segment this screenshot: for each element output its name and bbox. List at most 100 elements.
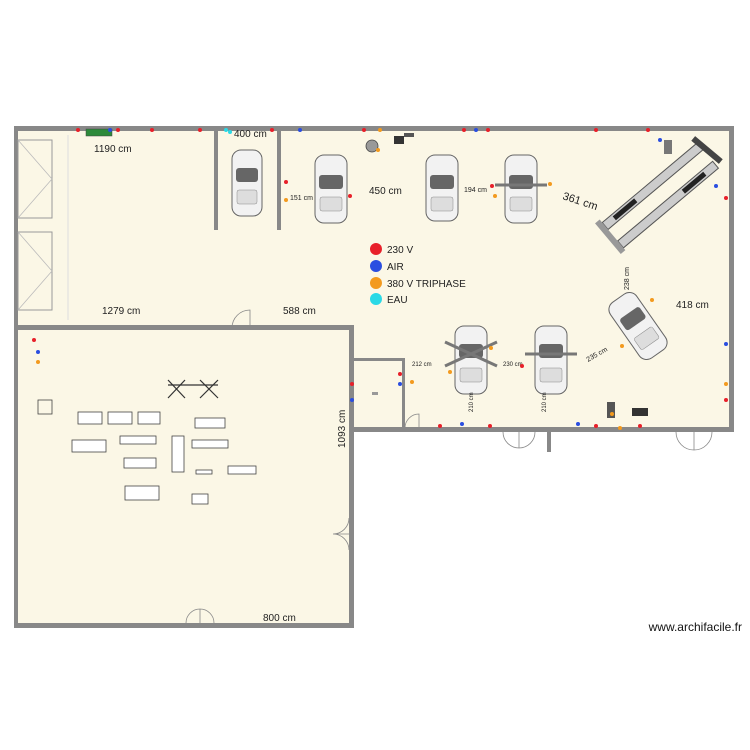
wall-right [729, 126, 734, 432]
small-room [372, 392, 378, 395]
orange-utility-point [620, 344, 624, 348]
blue-utility-point [460, 422, 464, 426]
door-arc-1 [231, 309, 251, 329]
wall-lower-right [349, 325, 354, 625]
legend-air-label: AIR [387, 262, 404, 273]
blue-utility-point [36, 350, 40, 354]
orange-utility-point [548, 182, 552, 186]
dim-230: 230 cm [503, 362, 523, 368]
dim-194: 194 cm [464, 187, 487, 194]
post [547, 430, 551, 452]
alignment-lift [595, 142, 720, 255]
blue-utility-point [576, 422, 580, 426]
partition-2 [277, 130, 281, 230]
dim-238: 238 cm [624, 267, 631, 290]
orange-utility-point [284, 198, 288, 202]
red-utility-point [520, 364, 524, 368]
dim-151: 151 cm [290, 195, 313, 202]
dim-1279: 1279 cm [102, 306, 140, 317]
partition-1 [214, 130, 218, 230]
orange-utility-point [378, 128, 382, 132]
blue-utility-point [298, 128, 302, 132]
legend-air-icon [370, 260, 382, 272]
car-2 [314, 154, 348, 224]
dim-418: 418 cm [676, 300, 709, 311]
red-utility-point [594, 128, 598, 132]
lower-room-equipment [37, 379, 257, 505]
legend-380v-icon [370, 277, 382, 289]
legend-230v-label: 230 V [387, 245, 413, 256]
wall-left [14, 126, 18, 626]
red-utility-point [350, 382, 354, 386]
car-1 [231, 149, 263, 217]
cyan-utility-point [228, 130, 232, 134]
car-7 [608, 292, 668, 360]
orange-utility-point [618, 426, 622, 430]
red-utility-point [284, 180, 288, 184]
red-utility-point [150, 128, 154, 132]
orange-utility-point [410, 380, 414, 384]
legend-380v-label: 380 V TRIPHASE [387, 279, 466, 290]
wall-bottom-right [350, 427, 734, 432]
orange-utility-point [36, 360, 40, 364]
dim-210-a: 210 cm [469, 392, 475, 412]
dim-450: 450 cm [369, 186, 402, 197]
blue-utility-point [714, 184, 718, 188]
watermark: www.archifacile.fr [648, 620, 742, 634]
red-utility-point [270, 128, 274, 132]
orange-utility-point [610, 412, 614, 416]
legend-water-icon [370, 293, 382, 305]
red-utility-point [490, 184, 494, 188]
orange-utility-point [724, 382, 728, 386]
red-utility-point [362, 128, 366, 132]
blue-utility-point [398, 382, 402, 386]
door-double-1 [502, 431, 536, 449]
dim-1190: 1190 cm [94, 144, 132, 155]
room-wall-top [350, 358, 405, 361]
wall-lower-bottom [14, 623, 354, 628]
door-double-4 [332, 517, 350, 551]
red-utility-point [198, 128, 202, 132]
red-utility-point [488, 424, 492, 428]
lower-floor-area [18, 328, 350, 624]
legend-230v-icon [370, 243, 382, 255]
dim-210-b: 210 cm [542, 392, 548, 412]
blue-utility-point [658, 138, 662, 142]
dim-400: 400 cm [234, 129, 267, 140]
legend: 230 V AIR 380 V TRIPHASE EAU [370, 243, 466, 306]
red-utility-point [486, 128, 490, 132]
wall-top [14, 126, 734, 131]
door-arc-2 [404, 413, 420, 429]
cyan-utility-point [224, 128, 228, 132]
orange-utility-point [489, 346, 493, 350]
red-utility-point [398, 372, 402, 376]
red-utility-point [638, 424, 642, 428]
red-utility-point [724, 196, 728, 200]
red-utility-point [76, 128, 80, 132]
legend-water-label: EAU [387, 295, 408, 306]
orange-utility-point [493, 194, 497, 198]
red-utility-point [646, 128, 650, 132]
red-utility-point [32, 338, 36, 342]
red-utility-point [438, 424, 442, 428]
utility-points [32, 128, 728, 430]
car-6 [525, 325, 577, 395]
blue-utility-point [724, 342, 728, 346]
dim-800: 800 cm [263, 613, 296, 624]
blue-utility-point [350, 398, 354, 402]
dim-588: 588 cm [283, 306, 316, 317]
red-utility-point [116, 128, 120, 132]
wall-middle [14, 325, 354, 330]
dim-212: 212 cm [412, 362, 432, 368]
orange-utility-point [448, 370, 452, 374]
room-wall-right [402, 358, 405, 428]
car-4 [495, 154, 547, 224]
orange-utility-point [376, 148, 380, 152]
dim-1093: 1093 cm [337, 410, 348, 448]
door-double-3 [185, 608, 215, 624]
orange-utility-point [650, 298, 654, 302]
red-utility-point [348, 194, 352, 198]
red-utility-point [724, 398, 728, 402]
car-5 [444, 325, 498, 395]
